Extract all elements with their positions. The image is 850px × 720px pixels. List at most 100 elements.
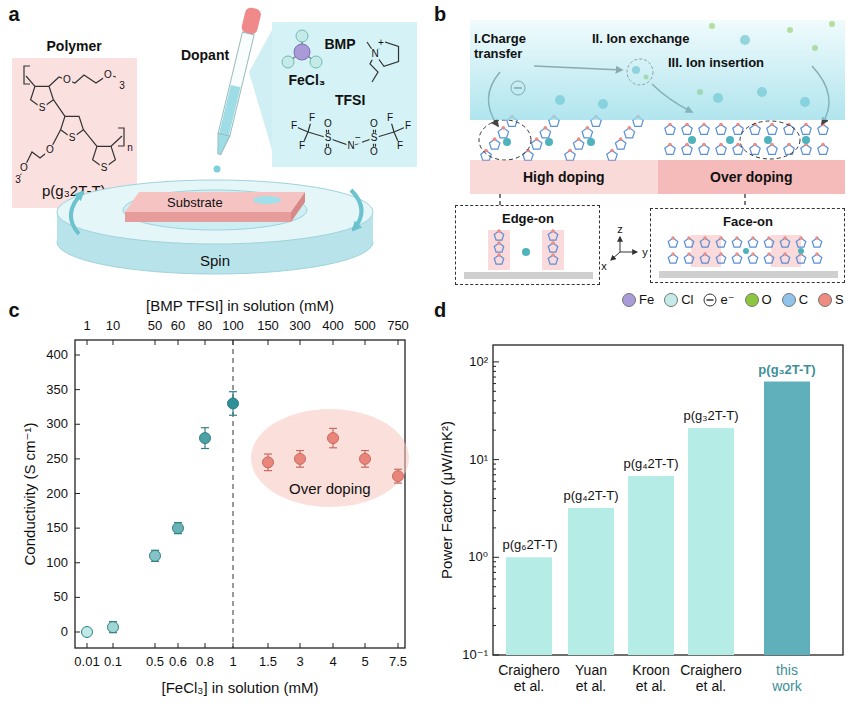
sulfur-atom bbox=[702, 143, 706, 147]
edge-on-inset: Edge-on bbox=[455, 205, 600, 285]
axis-tick-label: 350 bbox=[46, 382, 68, 397]
substrate-front bbox=[125, 212, 291, 222]
axis-tick-label: 150 bbox=[46, 521, 68, 536]
minor-tick bbox=[493, 430, 496, 431]
legend-text: Fe bbox=[639, 292, 654, 307]
atom-label: F bbox=[386, 113, 394, 124]
zoom-connector bbox=[744, 194, 745, 208]
minor-tick bbox=[493, 464, 496, 465]
axis-tick-label: 0.8 bbox=[196, 655, 214, 670]
bond-line bbox=[229, 415, 237, 416]
sulfur-atom bbox=[736, 123, 740, 127]
sulfur-atom bbox=[544, 126, 548, 130]
legend-swatch bbox=[782, 293, 796, 307]
axis-tick-label: 3 bbox=[296, 655, 303, 670]
ion bbox=[798, 248, 804, 254]
sulfur-atom bbox=[702, 123, 706, 127]
sulfur-atom bbox=[770, 143, 774, 147]
bar bbox=[506, 557, 552, 655]
category-label: Craighero et al. bbox=[494, 662, 564, 694]
atom-label: O bbox=[369, 119, 379, 130]
axis-tick bbox=[155, 643, 156, 648]
atom-label: O bbox=[323, 119, 333, 130]
over-doping-region: Over doping bbox=[250, 408, 410, 508]
sulfur-atom bbox=[687, 236, 691, 240]
legend-item: C bbox=[782, 292, 808, 307]
ion bbox=[743, 248, 749, 254]
ion bbox=[522, 248, 530, 256]
charge-label: + bbox=[377, 38, 385, 49]
atom-label: n bbox=[126, 143, 134, 154]
minor-tick bbox=[493, 400, 496, 401]
atom-label: O bbox=[19, 163, 29, 174]
axis-tick-label: 750 bbox=[387, 319, 409, 334]
iron-atom bbox=[294, 44, 310, 60]
panel-label: b bbox=[434, 3, 446, 26]
category-label: Kroon et al. bbox=[627, 662, 675, 694]
sulfur-atom bbox=[815, 252, 819, 256]
axis-tick bbox=[205, 643, 206, 648]
axis-tick bbox=[300, 643, 301, 648]
callout-wedge bbox=[249, 30, 272, 150]
legend-text: O bbox=[762, 292, 772, 307]
atom-label: O bbox=[369, 147, 379, 158]
axis-title: Conductivity (S cm⁻¹) bbox=[21, 423, 38, 566]
axis-tick bbox=[268, 643, 269, 648]
legend-swatch bbox=[745, 293, 759, 307]
electron-minus bbox=[707, 299, 714, 301]
axis-tick bbox=[205, 340, 206, 345]
sulfur-atom bbox=[703, 236, 707, 240]
high-doping-band: High doping bbox=[470, 160, 658, 194]
rotation-arrow bbox=[351, 190, 362, 230]
node-text: Face-on bbox=[723, 215, 773, 230]
sulfur-atom bbox=[497, 253, 501, 257]
axis-tick-label: 0.1 bbox=[104, 655, 122, 670]
node-text: High doping bbox=[523, 169, 605, 185]
sulfur-atom bbox=[619, 137, 623, 141]
substrate-side bbox=[291, 192, 305, 222]
bond-line bbox=[394, 483, 402, 484]
atom-label: F bbox=[290, 121, 298, 132]
atom-label: N bbox=[370, 49, 379, 60]
bond-line bbox=[394, 469, 402, 470]
axis-tick-label: 7.5 bbox=[389, 655, 407, 670]
data-point bbox=[393, 471, 404, 482]
sulfur-atom bbox=[804, 123, 808, 127]
axis-tick bbox=[365, 643, 366, 648]
axis-tick-label: 0.6 bbox=[169, 655, 187, 670]
bond-line bbox=[329, 447, 337, 448]
axis-tick-label: 1.5 bbox=[259, 655, 277, 670]
axis-tick-label: 200 bbox=[46, 486, 68, 501]
axis-tick-label: 10⁰ bbox=[468, 550, 488, 565]
chlorine-atom bbox=[310, 56, 322, 68]
axis-arrow bbox=[611, 252, 620, 260]
axis-letter: z bbox=[617, 223, 623, 236]
atom-label: S bbox=[370, 133, 379, 144]
electrolyte-band: I.Charge transferII. Ion exchangeIII. Io… bbox=[470, 20, 845, 120]
atom-label: O bbox=[323, 147, 333, 158]
axis-tick bbox=[87, 340, 88, 345]
axis-tick-label: 10 bbox=[106, 319, 120, 334]
sulfur-atom bbox=[685, 123, 689, 127]
axis-tick-label: 250 bbox=[46, 451, 68, 466]
axis-title: Power Factor (μW/mK²) bbox=[438, 421, 455, 579]
axis-tick-label: 4 bbox=[329, 655, 336, 670]
chain-highlight bbox=[488, 230, 510, 270]
bar-label: p(g₃2T-T) bbox=[758, 362, 815, 377]
minor-tick bbox=[493, 391, 496, 392]
node-text: Substrate bbox=[167, 196, 223, 211]
rotation-arrow bbox=[71, 192, 83, 234]
sulfur-atom bbox=[719, 236, 723, 240]
data-point bbox=[150, 550, 161, 561]
axis-tick-label: 0.5 bbox=[146, 655, 164, 670]
sulfur-atom bbox=[568, 149, 572, 153]
chlorine-atom bbox=[282, 56, 294, 68]
panel-label: a bbox=[8, 3, 19, 26]
axis-tick-label: 0 bbox=[61, 625, 68, 640]
bar bbox=[628, 476, 674, 655]
bond-line bbox=[329, 428, 337, 429]
axis-tick bbox=[493, 655, 499, 656]
atom-label: F bbox=[404, 121, 412, 132]
minor-tick bbox=[493, 371, 496, 372]
axis-tick bbox=[333, 340, 334, 345]
